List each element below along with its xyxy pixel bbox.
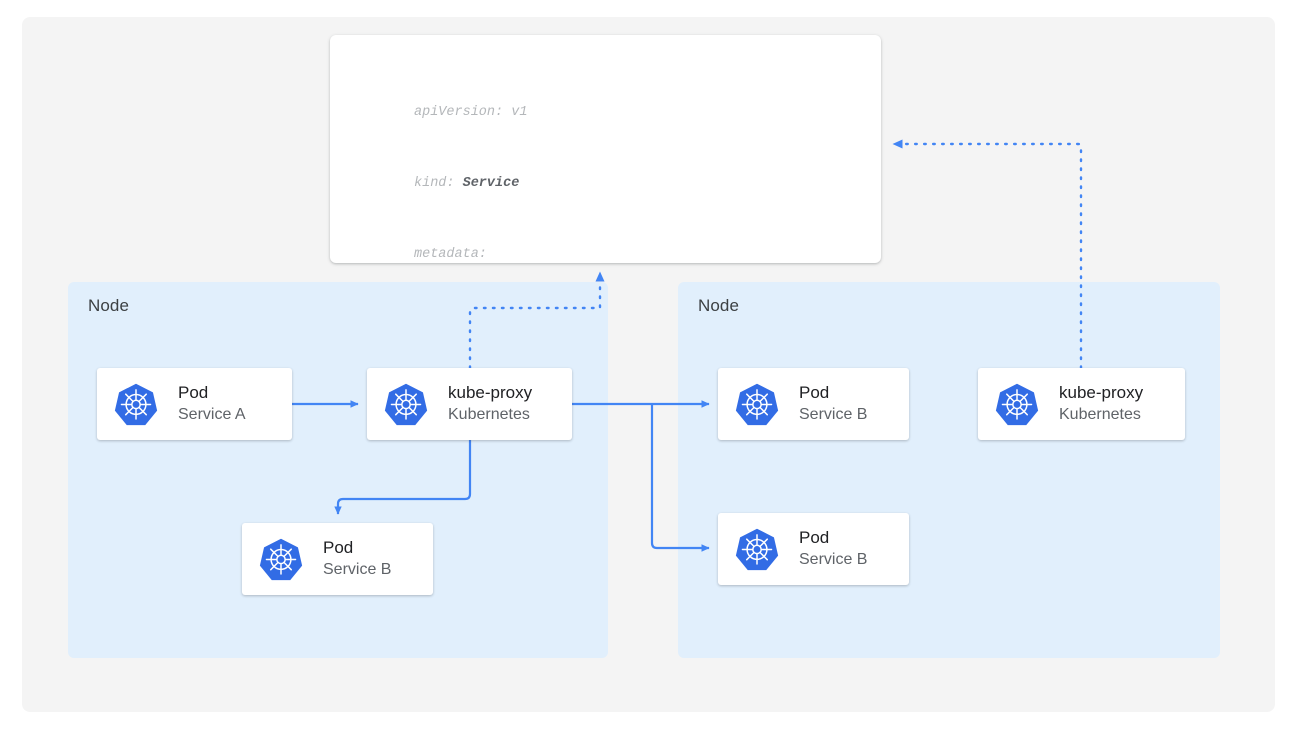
card-title: Pod [799, 383, 830, 403]
card-text: kube-proxy Kubernetes [1059, 382, 1143, 425]
node-label-left: Node [88, 296, 130, 315]
card-text: Pod Service B [799, 382, 867, 425]
card-text: Pod Service A [178, 382, 246, 425]
card-kube-proxy-left[interactable]: kube-proxy Kubernetes [367, 368, 572, 440]
card-pod-service-a[interactable]: Pod Service A [97, 368, 292, 440]
yaml-line: kind: Service [414, 175, 520, 191]
card-title: Pod [178, 383, 209, 403]
card-subtitle: Service A [178, 406, 246, 424]
card-pod-service-b-1[interactable]: Pod Service B [718, 368, 909, 440]
node-panel-right: Node [678, 282, 1220, 658]
card-title: Pod [323, 538, 354, 558]
kubernetes-logo-icon [114, 383, 158, 426]
card-subtitle: Service B [799, 406, 868, 424]
kubernetes-logo-icon [259, 538, 303, 581]
node-label-right: Node [698, 296, 740, 315]
diagram-canvas: Node Node apiVersion: v1 kind: Service m… [22, 17, 1275, 712]
card-title: kube-proxy [448, 383, 533, 403]
card-subtitle: Kubernetes [448, 406, 530, 424]
card-pod-service-b-local[interactable]: Pod Service B [242, 523, 433, 595]
card-kube-proxy-right[interactable]: kube-proxy Kubernetes [978, 368, 1185, 440]
yaml-line: apiVersion: v1 [414, 105, 528, 121]
kubernetes-logo-icon [995, 383, 1039, 426]
service-manifest-yaml: apiVersion: v1 kind: Service metadata: n… [414, 54, 746, 263]
card-text: kube-proxy Kubernetes [448, 382, 532, 425]
node-panel-left: Node [68, 282, 608, 658]
card-text: Pod Service B [799, 527, 867, 570]
kubernetes-logo-icon [384, 383, 428, 426]
card-subtitle: Service B [799, 551, 868, 569]
card-pod-service-b-2[interactable]: Pod Service B [718, 513, 909, 585]
card-title: kube-proxy [1059, 383, 1144, 403]
kubernetes-logo-icon [735, 383, 779, 426]
service-manifest-card: apiVersion: v1 kind: Service metadata: n… [330, 35, 881, 263]
kubernetes-logo-icon [735, 528, 779, 571]
yaml-line: metadata: [414, 246, 487, 262]
card-title: Pod [799, 528, 830, 548]
card-subtitle: Kubernetes [1059, 406, 1141, 424]
card-text: Pod Service B [323, 537, 391, 580]
card-subtitle: Service B [323, 561, 392, 579]
